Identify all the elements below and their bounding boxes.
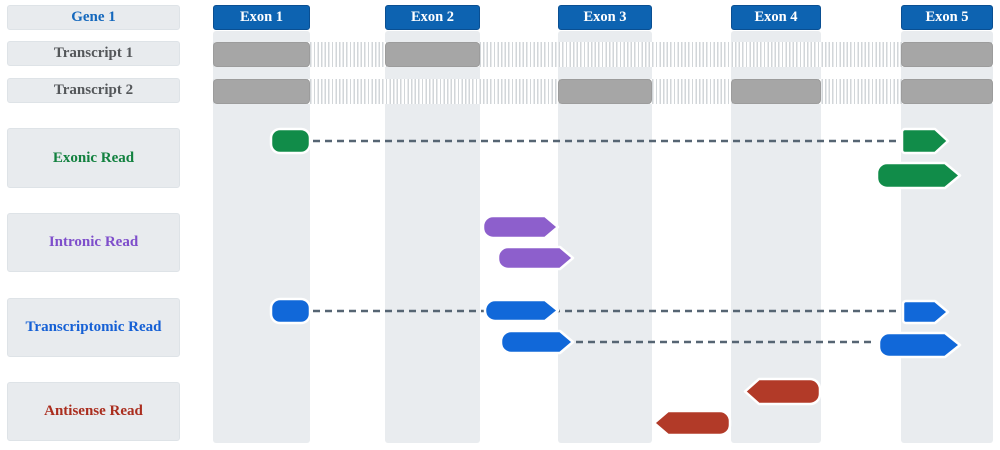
transcript-exon-block bbox=[901, 79, 993, 104]
exon-header: Exon 5 bbox=[901, 5, 993, 30]
transcript-label: Transcript 1 bbox=[7, 41, 180, 66]
read-shape bbox=[652, 409, 732, 437]
transcript-exon-block bbox=[213, 42, 310, 67]
read-row-label: Intronic Read bbox=[7, 213, 180, 272]
gene-label: Gene 1 bbox=[7, 5, 180, 30]
read-shape bbox=[483, 298, 560, 323]
transcript-label: Transcript 2 bbox=[7, 78, 180, 103]
exon-header: Exon 4 bbox=[731, 5, 821, 30]
transcript-exon-block bbox=[558, 79, 652, 104]
read-row-label: Antisense Read bbox=[7, 382, 180, 441]
exon-header: Exon 3 bbox=[558, 5, 652, 30]
transcript-exon-block bbox=[731, 79, 821, 104]
read-row-label: Exonic Read bbox=[7, 128, 180, 188]
read-row-label: Transcriptomic Read bbox=[7, 298, 180, 357]
transcript-intron-track bbox=[213, 42, 993, 67]
transcript-exon-block bbox=[213, 79, 310, 104]
read-shape bbox=[481, 214, 560, 240]
transcript-exon-block bbox=[901, 42, 993, 67]
transcript-exon-block bbox=[385, 42, 480, 67]
exon-header: Exon 1 bbox=[213, 5, 310, 30]
exon-header: Exon 2 bbox=[385, 5, 480, 30]
